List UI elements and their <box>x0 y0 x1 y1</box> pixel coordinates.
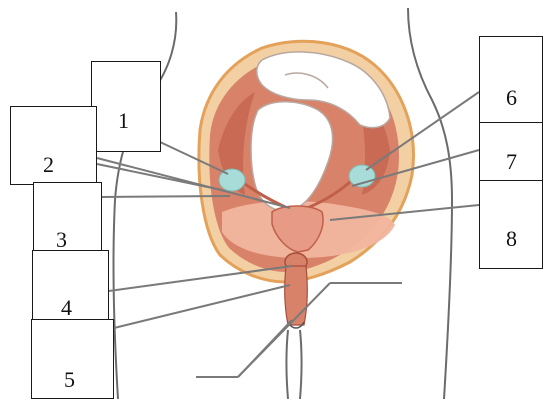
right-inner-leg <box>300 330 302 399</box>
label-box-1: 1 <box>91 61 161 152</box>
label-8: 8 <box>506 228 517 250</box>
leader-5 <box>114 285 290 328</box>
label-box-4: 4 <box>32 250 109 321</box>
label-4: 4 <box>61 297 72 319</box>
label-box-2: 2 <box>10 106 97 185</box>
label-box-7: 7 <box>479 122 543 182</box>
label-box-3: 3 <box>33 182 102 252</box>
label-5: 5 <box>64 369 75 391</box>
label-6: 6 <box>506 87 517 109</box>
label-3: 3 <box>56 229 67 251</box>
left-inner-leg <box>287 330 289 399</box>
label-box-5: 5 <box>31 319 114 399</box>
label-box-6: 6 <box>479 36 543 123</box>
leader-bottom-b <box>238 283 330 377</box>
label-7: 7 <box>506 151 517 173</box>
right-body-contour <box>408 8 452 399</box>
label-2: 2 <box>43 154 54 176</box>
label-1: 1 <box>118 110 129 132</box>
vagina <box>285 266 308 325</box>
leader-3 <box>102 196 230 197</box>
label-box-8: 8 <box>479 180 543 269</box>
